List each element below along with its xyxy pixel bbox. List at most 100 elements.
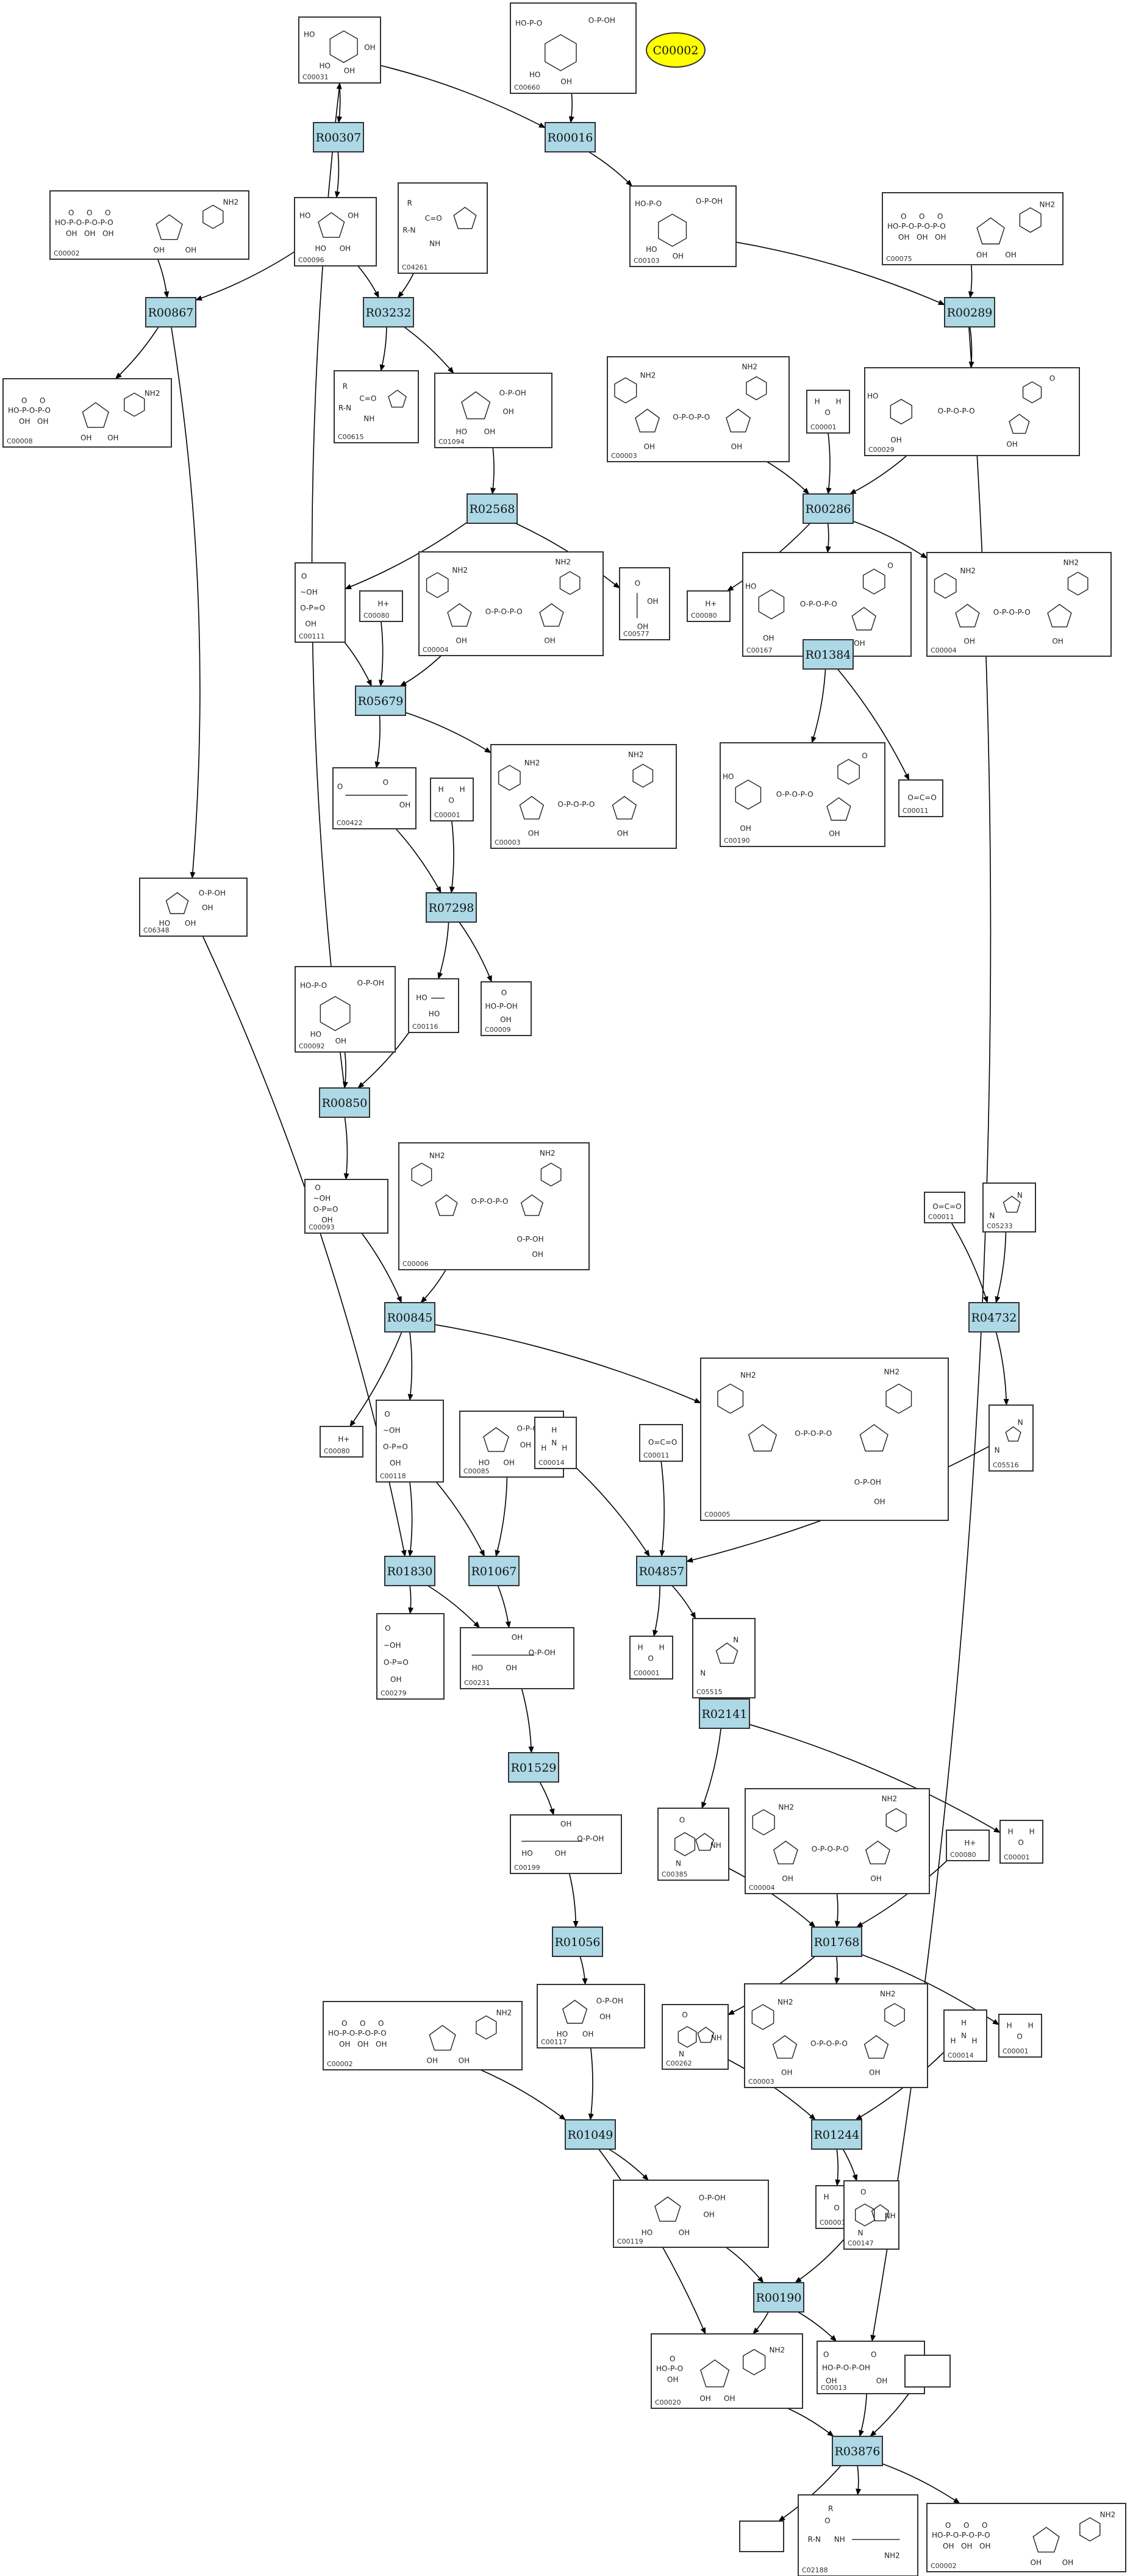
- reaction-node[interactable]: R00845: [384, 1302, 435, 1333]
- reaction-node[interactable]: R00307: [313, 122, 364, 152]
- reaction-node[interactable]: R04857: [636, 1556, 687, 1586]
- highlight-compound-ellipse[interactable]: C00002: [646, 32, 706, 68]
- reaction-node[interactable]: R03876: [832, 2436, 883, 2466]
- reaction-label: R02568: [470, 503, 515, 516]
- reaction-node[interactable]: R01244: [811, 2119, 862, 2150]
- compound-box[interactable]: H+C00080: [320, 1426, 363, 1458]
- reaction-node[interactable]: R00289: [944, 297, 995, 327]
- pathway-edge: [349, 1331, 402, 1427]
- pathway-edge: [825, 523, 831, 553]
- svg-text:NH2: NH2: [742, 363, 758, 371]
- compound-box[interactable]: H+C00080: [946, 1830, 990, 1861]
- reaction-node[interactable]: R01067: [468, 1556, 520, 1586]
- reaction-node[interactable]: R00850: [319, 1087, 370, 1118]
- compound-box[interactable]: [904, 2355, 951, 2388]
- reaction-label: R00286: [806, 503, 851, 516]
- reaction-node[interactable]: R01830: [384, 1556, 435, 1586]
- pathway-edge: [404, 326, 454, 374]
- reaction-node[interactable]: R01768: [811, 1927, 862, 1957]
- reaction-node[interactable]: R03232: [363, 297, 414, 327]
- reaction-node[interactable]: R02568: [467, 493, 518, 524]
- reaction-node[interactable]: R04732: [968, 1302, 1020, 1333]
- reaction-node[interactable]: R00867: [145, 297, 196, 327]
- reaction-node[interactable]: R00190: [753, 2282, 804, 2313]
- svg-text:O: O: [824, 409, 830, 417]
- compound-box[interactable]: H+C00080: [359, 590, 403, 622]
- compound-id-label: C00001: [434, 811, 460, 819]
- reaction-node[interactable]: R02141: [699, 1698, 750, 1729]
- pathway-edge: [882, 2463, 960, 2504]
- reaction-node[interactable]: R07298: [426, 892, 477, 923]
- reaction-node[interactable]: R01056: [552, 1927, 603, 1957]
- compound-box[interactable]: H+C00080: [687, 590, 731, 622]
- reaction-node[interactable]: R00286: [803, 493, 854, 524]
- pathway-edge: [379, 326, 387, 371]
- svg-text:OH: OH: [667, 2375, 678, 2384]
- reaction-node[interactable]: R01384: [803, 639, 854, 670]
- svg-text:N: N: [989, 1212, 995, 1220]
- reaction-node[interactable]: R01529: [508, 1752, 559, 1783]
- reaction-node[interactable]: R01049: [565, 2119, 616, 2150]
- pathway-edge: [342, 1051, 348, 1089]
- reaction-node[interactable]: R05679: [355, 685, 406, 716]
- compound-box[interactable]: [739, 2521, 784, 2552]
- reaction-node[interactable]: R00016: [545, 122, 596, 152]
